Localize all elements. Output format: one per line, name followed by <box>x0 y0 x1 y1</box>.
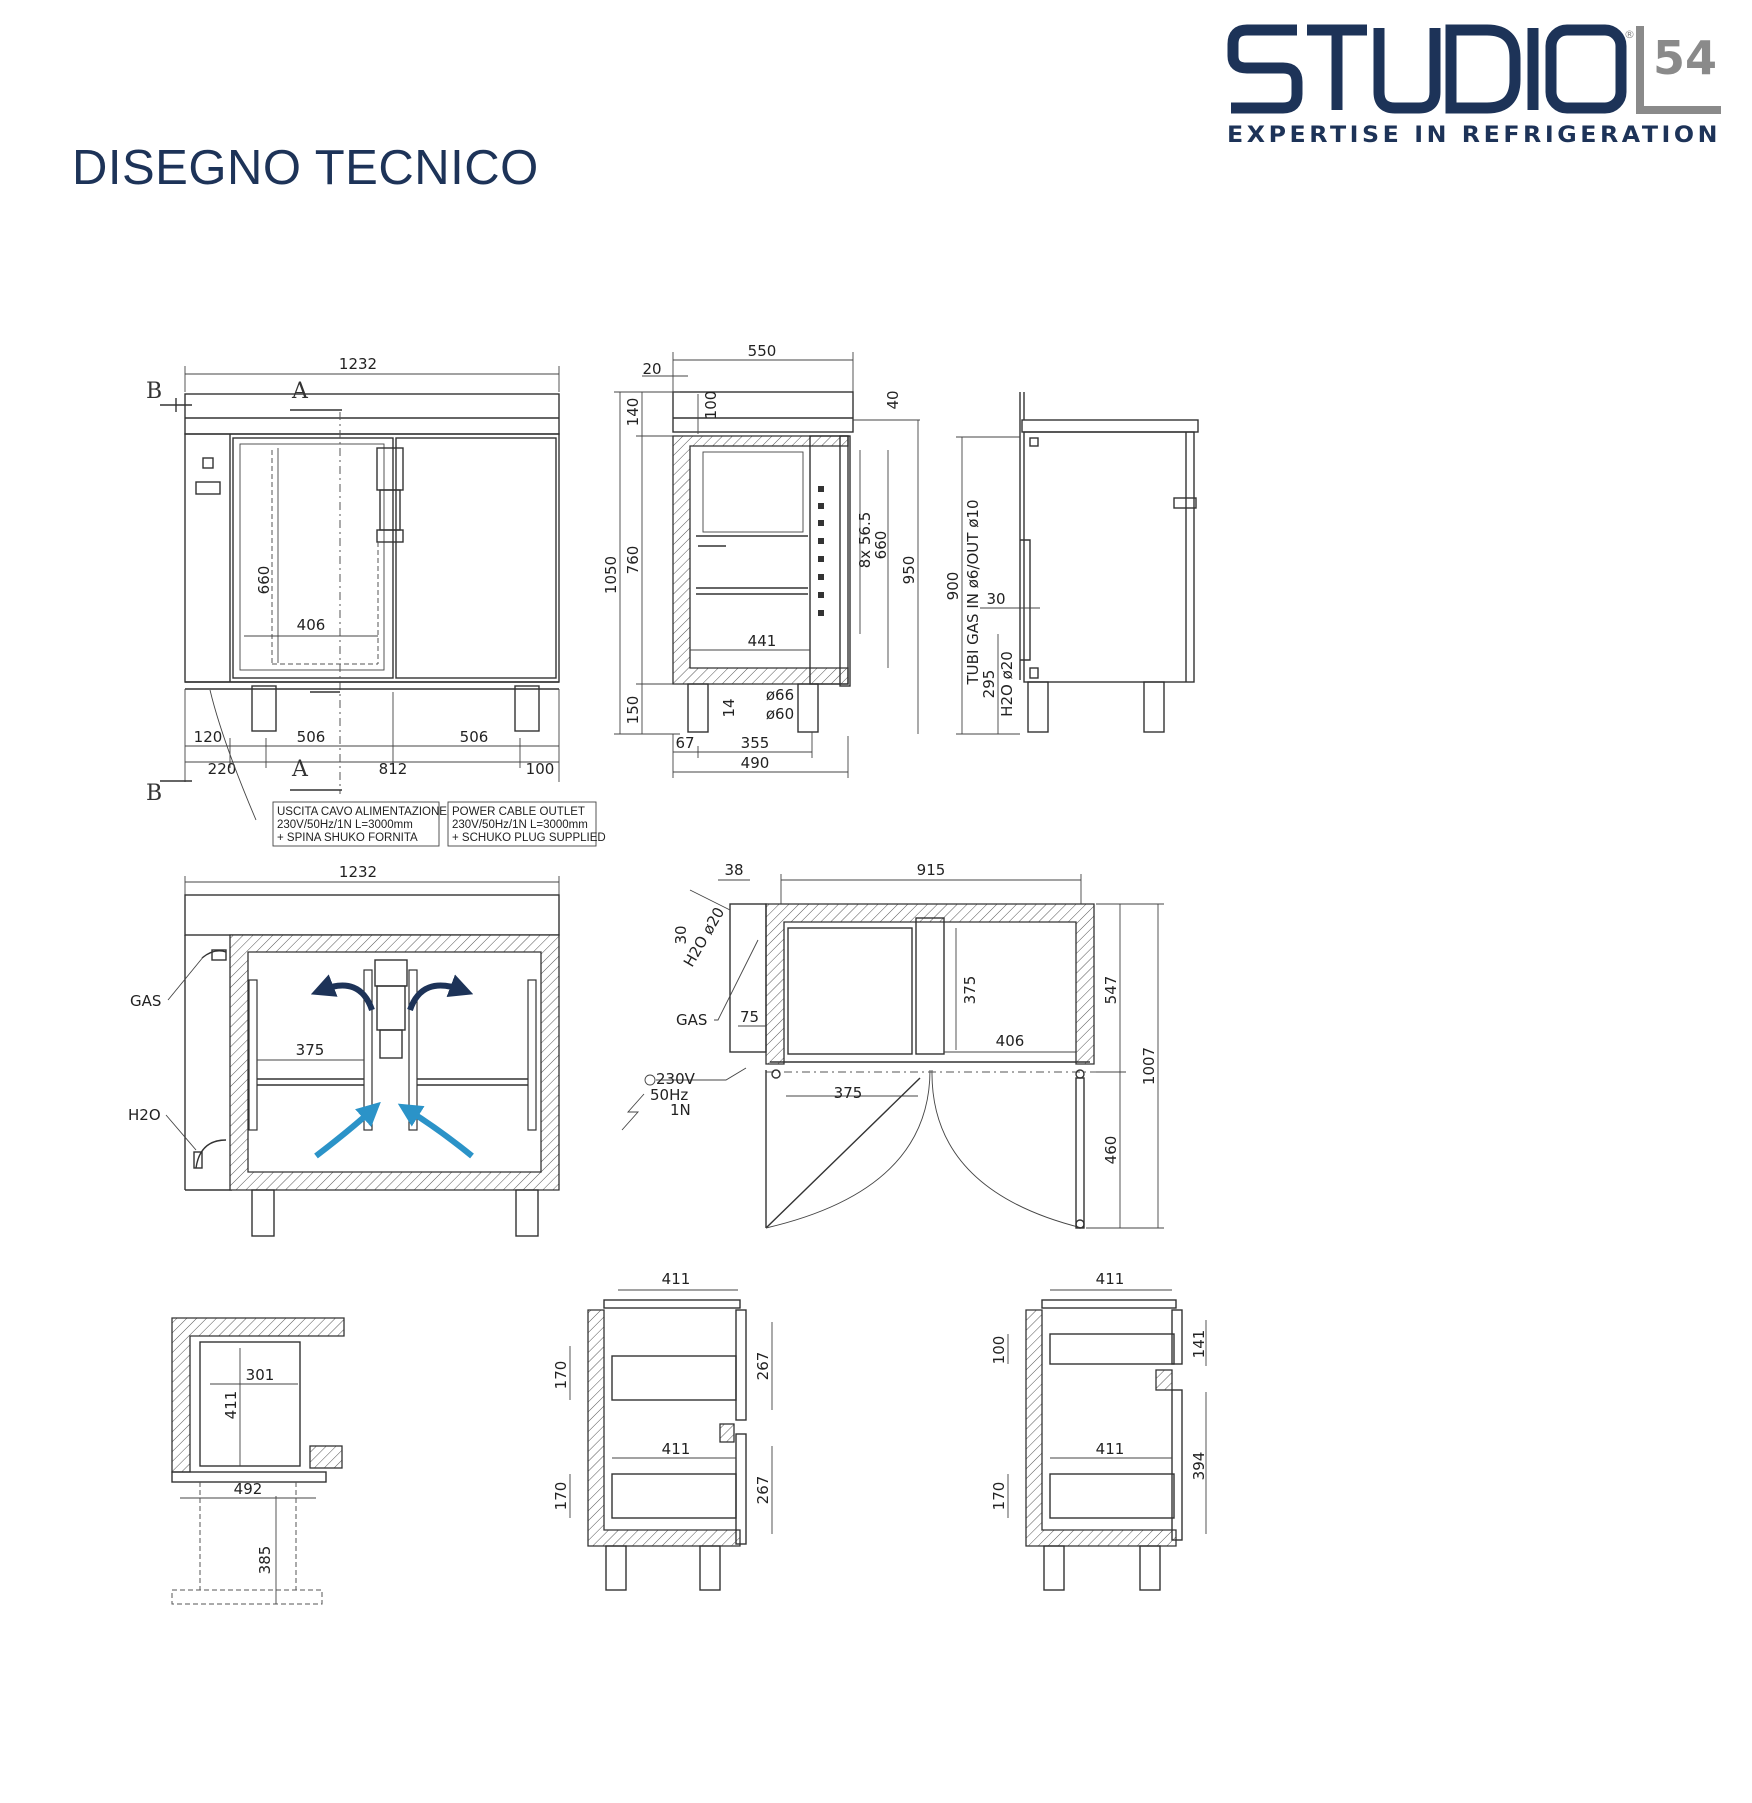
note-it-line-2: 230V/50Hz/1N L=3000mm <box>277 819 413 831</box>
logo-number: 54 <box>1653 31 1717 85</box>
dim-front-inner-width: 406 <box>297 616 326 634</box>
dim-front-width: 1232 <box>339 355 377 373</box>
dim-side-760: 760 <box>624 546 642 575</box>
dim-plan-460: 460 <box>1102 1136 1120 1165</box>
dim-side-40: 40 <box>884 390 902 409</box>
dim-drawer2-170-bottom: 170 <box>552 1482 570 1511</box>
dim-drawer3-170: 170 <box>990 1482 1008 1511</box>
logo-registered-mark: ® <box>1624 28 1635 41</box>
note-en-line-2: 230V/50Hz/1N L=3000mm <box>452 819 588 831</box>
dim-side-441: 441 <box>748 632 777 650</box>
label-rear-tubi: TUBI GAS IN ø6/OUT ø10 <box>964 500 982 686</box>
plan-view: 915 38 375 406 375 75 547 460 1007 <box>621 861 1164 1229</box>
section-aa-view: 301 411 492 385 <box>171 1317 345 1605</box>
dim-side-355: 355 <box>741 734 770 752</box>
dim-plan-30: 30 <box>672 925 690 944</box>
dim-aa-301: 301 <box>246 1366 275 1384</box>
dim-plan-375-vertical: 375 <box>961 976 979 1005</box>
dim-plan-75: 75 <box>740 1008 759 1026</box>
dim-front-100: 100 <box>526 760 555 778</box>
dim-drawer3-141: 141 <box>1190 1330 1208 1359</box>
dim-drawer3-100: 100 <box>990 1336 1008 1365</box>
dim-side-660: 660 <box>872 531 890 560</box>
section-bb-view: 1232 375 GAS H2O <box>128 863 560 1237</box>
dim-drawer2-267-top: 267 <box>754 1352 772 1381</box>
dim-plan-38: 38 <box>724 861 743 879</box>
rear-view: 900 TUBI GAS IN ø6/OUT ø10 30 295 H2O ø2… <box>944 392 1199 735</box>
dim-side-67: 67 <box>675 734 694 752</box>
dim-bb-375: 375 <box>296 1041 325 1059</box>
label-plan-power-3: 1N <box>670 1101 691 1119</box>
dim-drawer2-267-bottom: 267 <box>754 1476 772 1505</box>
dim-side-66: ø66 <box>766 686 794 704</box>
label-plan-gas: GAS <box>676 1011 707 1029</box>
label-plan-power-1: 230V <box>656 1070 696 1088</box>
dim-plan-375-horizontal: 375 <box>834 1084 863 1102</box>
dim-front-812: 812 <box>379 760 408 778</box>
section-marker-b-bottom: B <box>146 781 162 806</box>
dim-side-pitch: 8x 56.5 <box>856 512 874 569</box>
dim-rear-30: 30 <box>986 590 1005 608</box>
dim-front-506-right: 506 <box>460 728 489 746</box>
dim-plan-915: 915 <box>917 861 946 879</box>
dim-side-150: 150 <box>624 696 642 725</box>
dim-rear-295: 295 <box>980 670 998 699</box>
dim-drawer2-mid-411: 411 <box>662 1440 691 1458</box>
note-it-line-1: USCITA CAVO ALIMENTAZIONE <box>277 806 447 818</box>
dim-side-14: 14 <box>720 698 738 717</box>
label-bb-h2o: H2O <box>128 1106 161 1124</box>
front-view: 1232 660 406 <box>146 355 606 847</box>
section-marker-a-top: A <box>291 379 309 404</box>
label-bb-gas: GAS <box>130 992 161 1010</box>
dim-drawer2-170-top: 170 <box>552 1361 570 1390</box>
dim-front-inner-height: 660 <box>255 566 273 595</box>
dim-side-490: 490 <box>741 754 770 772</box>
dim-front-120: 120 <box>194 728 223 746</box>
section-marker-a-bottom: A <box>291 757 309 782</box>
dim-drawer2-top-411: 411 <box>662 1270 691 1288</box>
dim-side-depth: 550 <box>748 342 777 360</box>
dim-bb-width: 1232 <box>339 863 377 881</box>
dim-front-506-left: 506 <box>297 728 326 746</box>
dim-rear-900: 900 <box>944 572 962 601</box>
drawer-view-two: 411 411 170 170 267 267 <box>552 1270 773 1591</box>
note-it-line-3: + SPINA SHUKO FORNITA <box>277 832 418 844</box>
page-title: DISEGNO TECNICO <box>72 141 539 195</box>
dim-aa-411: 411 <box>222 1391 240 1420</box>
dim-aa-385: 385 <box>256 1546 274 1575</box>
dim-aa-492: 492 <box>234 1480 263 1498</box>
logo-tagline: EXPERTISE IN REFRIGERATION <box>1227 123 1721 148</box>
dim-drawer3-top-411: 411 <box>1096 1270 1125 1288</box>
section-marker-b-top: B <box>146 379 162 404</box>
dim-plan-1007: 1007 <box>1140 1047 1158 1085</box>
dim-side-100: 100 <box>702 391 720 420</box>
dim-plan-547: 547 <box>1102 976 1120 1005</box>
dim-side-60: ø60 <box>766 705 794 723</box>
note-en-line-1: POWER CABLE OUTLET <box>452 806 585 818</box>
dim-side-140: 140 <box>624 398 642 427</box>
dim-drawer3-394: 394 <box>1190 1452 1208 1481</box>
dim-plan-406: 406 <box>996 1032 1025 1050</box>
side-view: 550 20 140 760 1050 150 100 40 <box>602 342 920 778</box>
note-en-line-3: + SCHUKO PLUG SUPPLIED <box>452 832 606 844</box>
dim-drawer3-mid-411: 411 <box>1096 1440 1125 1458</box>
label-plan-power-2: 50Hz <box>650 1086 688 1104</box>
drawer-view-three: 411 411 100 170 141 394 <box>990 1270 1208 1591</box>
label-rear-h2o: H2O ø20 <box>998 651 1016 717</box>
dim-side-20: 20 <box>642 360 661 378</box>
dim-front-220: 220 <box>208 760 237 778</box>
dim-side-1050: 1050 <box>602 556 620 594</box>
studio54-logo: 54 ® EXPERTISE IN REFRIGERATION <box>1227 24 1721 148</box>
dim-side-950: 950 <box>900 556 918 585</box>
